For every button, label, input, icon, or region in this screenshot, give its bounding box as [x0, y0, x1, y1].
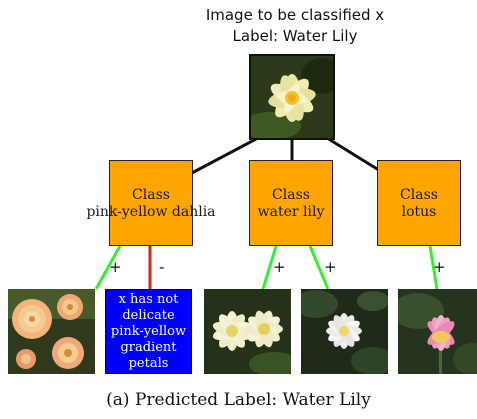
water-lily-photo [251, 56, 333, 138]
water-lily-photo-1 [204, 289, 291, 374]
negative-text-line-5: petals [128, 356, 169, 371]
header-line-2: Label: Water Lily [232, 27, 358, 45]
input-image [249, 54, 335, 140]
class-box-dahlia [109, 160, 193, 246]
sign-water-lily-positive-1: + [273, 258, 286, 276]
negative-text-line-1: x has not [118, 292, 179, 307]
class-label-water-lily-line1: Class [272, 187, 310, 203]
negative-text-line-4: gradient [120, 340, 177, 355]
edge-dahlia-positive [94, 245, 122, 290]
class-label-lotus: Class lotus [339, 187, 477, 221]
edge-waterlily-positive-2 [308, 245, 330, 290]
evidence-image-water-lily-2 [301, 289, 388, 374]
negative-evidence-box [105, 289, 192, 374]
sign-lotus-positive: + [433, 258, 446, 276]
sign-dahlia-negative: - [159, 258, 165, 276]
class-box-water-lily [249, 160, 333, 246]
header-line-1: Image to be classified x [205, 6, 385, 24]
class-label-water-lily: Class water lily [211, 187, 371, 221]
water-lily-photo-2 [301, 289, 388, 374]
class-label-lotus-line2: lotus [401, 204, 437, 220]
evidence-image-lotus [398, 289, 477, 374]
edge-image-to-lotus [326, 136, 383, 174]
lotus-photo [398, 289, 477, 374]
dahlia-photo [8, 289, 95, 374]
class-label-dahlia-line1: Class [132, 187, 170, 203]
evidence-image-dahlia [8, 289, 95, 374]
class-label-water-lily-line2: water lily [257, 204, 325, 220]
negative-evidence-text: x has not delicate pink-yellow gradient … [105, 292, 192, 372]
figure-caption: (a) Predicted Label: Water Lily [106, 390, 371, 410]
edge-waterlily-positive-1 [261, 245, 278, 290]
class-box-lotus [377, 160, 461, 246]
evidence-image-water-lily-1 [204, 289, 291, 374]
edge-lotus-positive [428, 245, 439, 290]
negative-text-line-3: pink-yellow [110, 324, 187, 339]
class-label-lotus-line1: Class [400, 187, 438, 203]
class-label-dahlia: Class pink-yellow dahlia [71, 187, 231, 221]
negative-text-line-2: delicate [122, 308, 175, 323]
class-label-dahlia-line2: pink-yellow dahlia [86, 204, 216, 220]
edge-image-to-dahlia [189, 136, 259, 176]
sign-water-lily-positive-2: + [324, 258, 337, 276]
sign-dahlia-positive: + [109, 258, 122, 276]
